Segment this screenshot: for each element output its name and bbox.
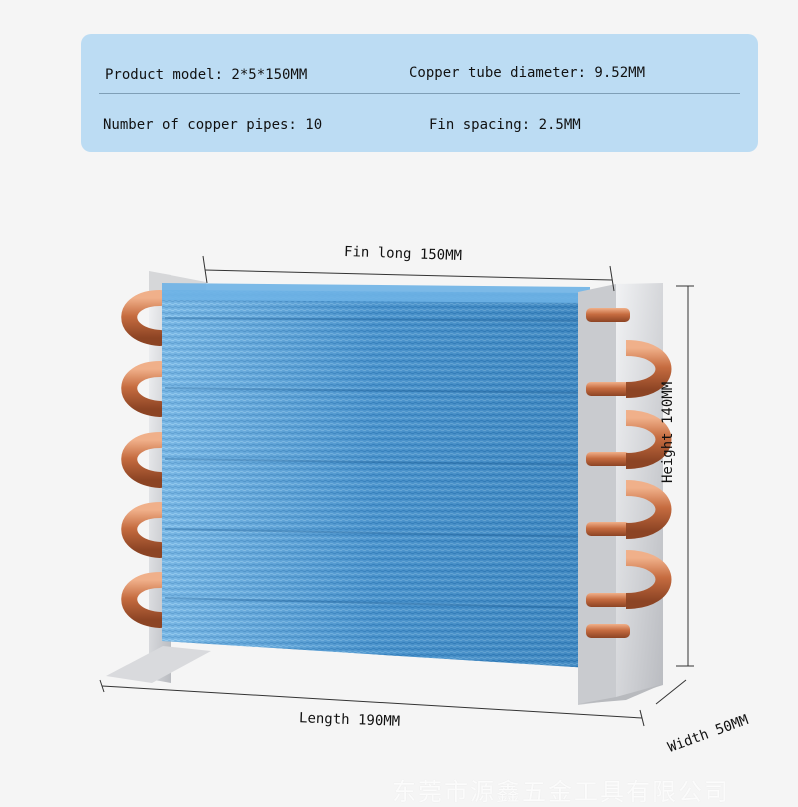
blue-fin-block [162, 283, 590, 668]
spec-divider [99, 93, 740, 94]
tube-diameter-text: Copper tube diameter: 9.52MM [409, 65, 646, 81]
right-copper-bends [586, 308, 672, 638]
product-model-text: Product model: 2*5*150MM [105, 67, 308, 83]
specification-panel: Product model: 2*5*150MM Copper tube dia… [81, 34, 758, 152]
left-copper-bends [121, 290, 168, 628]
pipe-count-text: Number of copper pipes: 10 [103, 117, 323, 133]
dimension-lines [99, 255, 694, 727]
fin-spacing-text: Fin spacing: 2.5MM [429, 117, 581, 133]
height-label: Height 140MM [660, 381, 676, 483]
company-watermark: 东莞市源鑫五金工具有限公司 [392, 778, 730, 806]
